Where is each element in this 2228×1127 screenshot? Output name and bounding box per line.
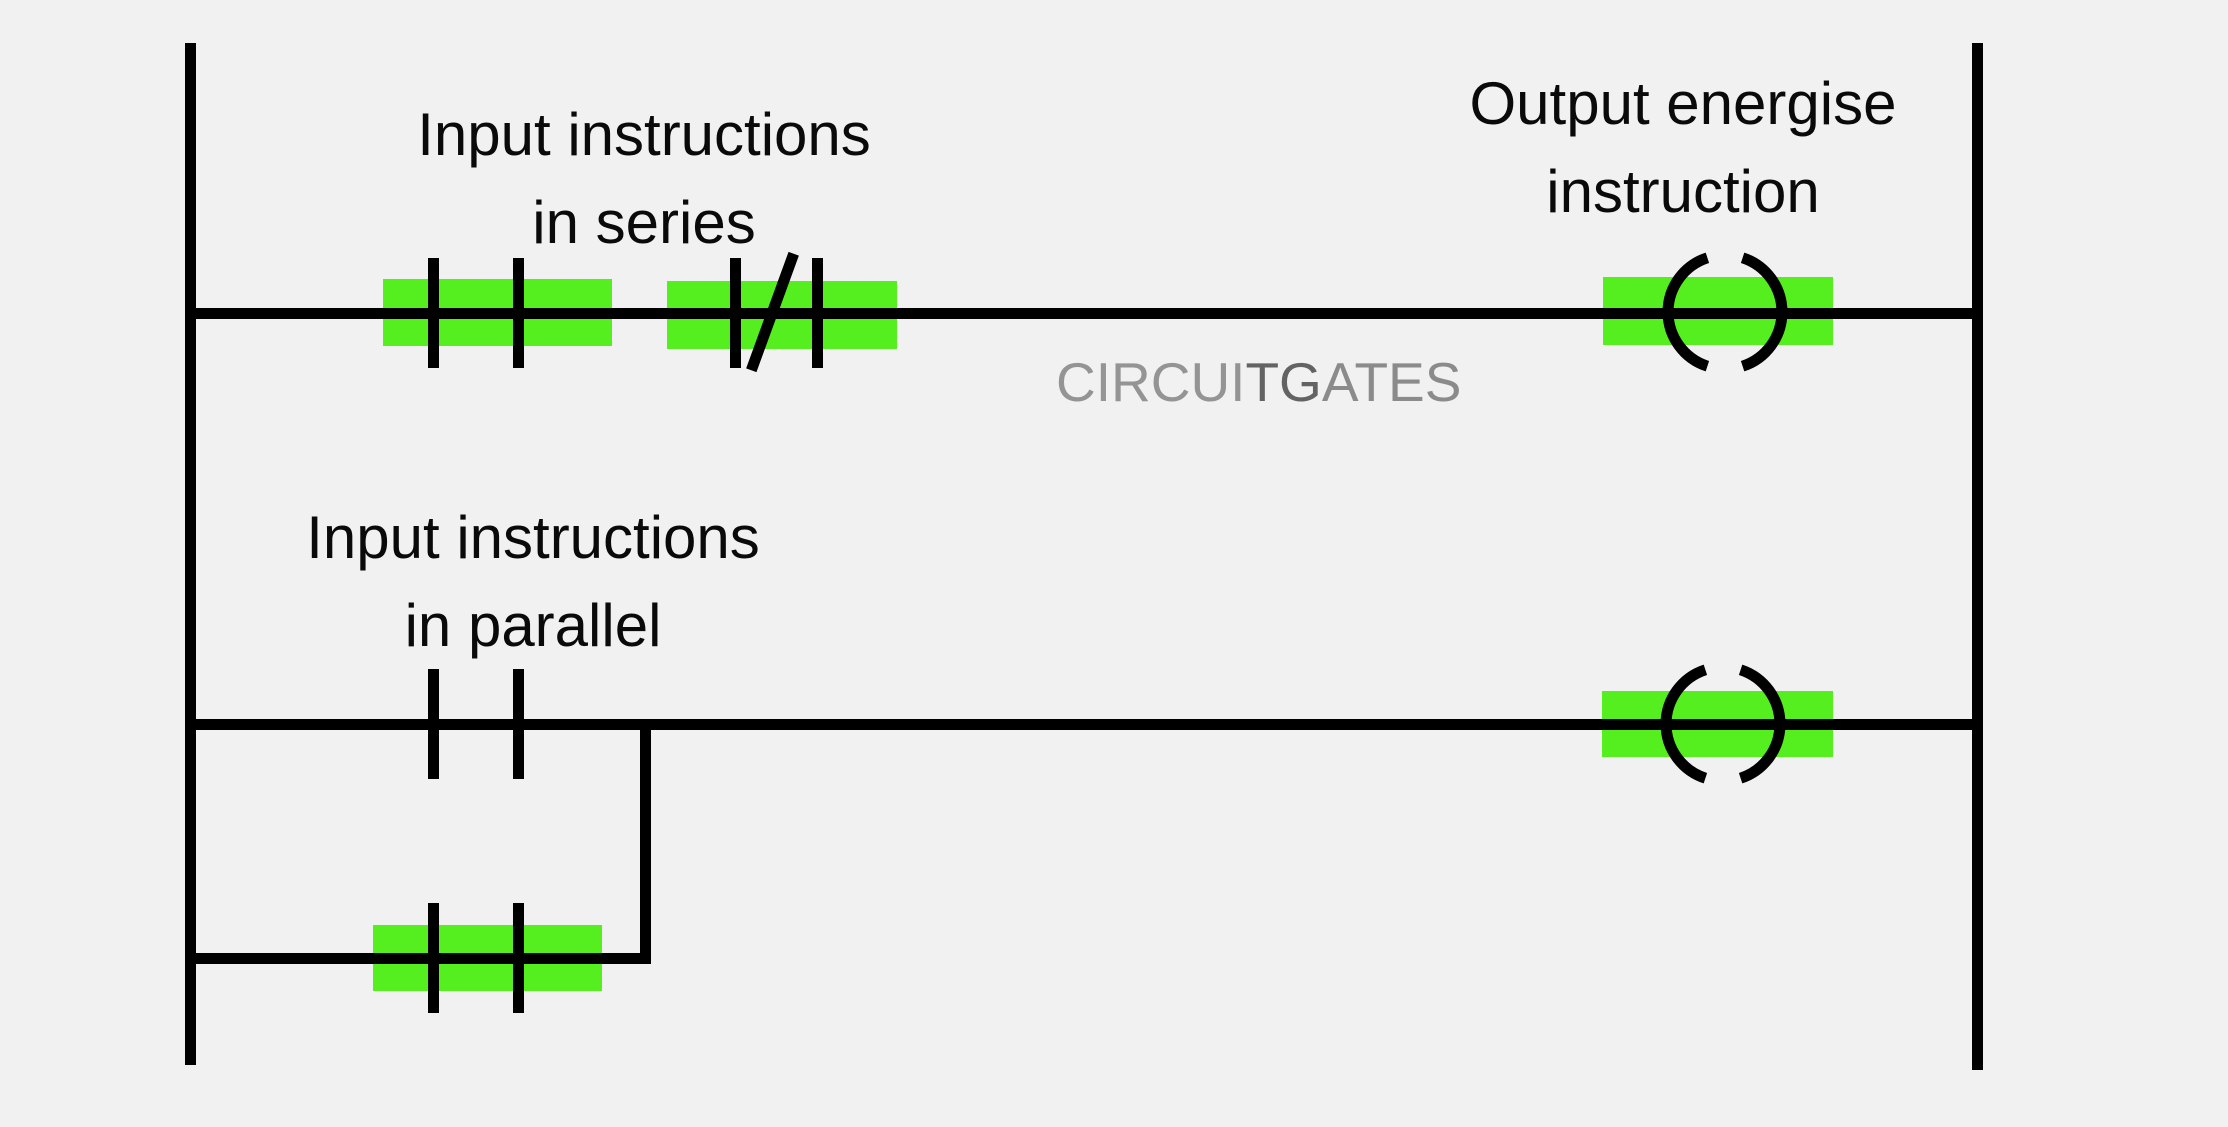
- left-power-rail: [185, 43, 196, 1065]
- watermark: CIRCUITGATES: [1056, 351, 1461, 414]
- rung2-no-contact-left-bar: [428, 669, 439, 779]
- rung1-no-contact-right-bar: [513, 258, 524, 368]
- label-input-series-line1: Input instructions: [417, 101, 871, 168]
- rung1-no-contact-left-bar: [428, 258, 439, 368]
- branch-no-contact-left-bar: [428, 903, 439, 1013]
- branch-no-contact-right-bar: [513, 903, 524, 1013]
- rung1-nc-contact-left-bar: [730, 258, 741, 368]
- label-input-series-line2: in series: [532, 189, 756, 256]
- label-input-parallel: Input instructions in parallel: [183, 494, 883, 670]
- watermark-part1: CIRCUI: [1056, 351, 1246, 413]
- rung2-wire: [185, 719, 1983, 730]
- right-power-rail: [1972, 43, 1983, 1070]
- label-input-parallel-line1: Input instructions: [306, 504, 760, 571]
- label-output-energise-line2: instruction: [1546, 158, 1820, 225]
- parallel-branch-vertical-wire: [640, 719, 651, 964]
- parallel-branch-wire: [185, 953, 651, 964]
- label-output-energise-line1: Output energise: [1469, 70, 1897, 137]
- rung2-no-contact-right-bar: [513, 669, 524, 779]
- watermark-part3: ATES: [1321, 351, 1462, 413]
- watermark-part2: TG: [1245, 351, 1322, 413]
- rung1-nc-contact-right-bar: [812, 258, 823, 368]
- label-output-energise: Output energise instruction: [1333, 60, 2033, 236]
- label-input-series: Input instructions in series: [294, 91, 994, 267]
- rung1-wire: [185, 308, 1983, 319]
- label-input-parallel-line2: in parallel: [404, 592, 662, 659]
